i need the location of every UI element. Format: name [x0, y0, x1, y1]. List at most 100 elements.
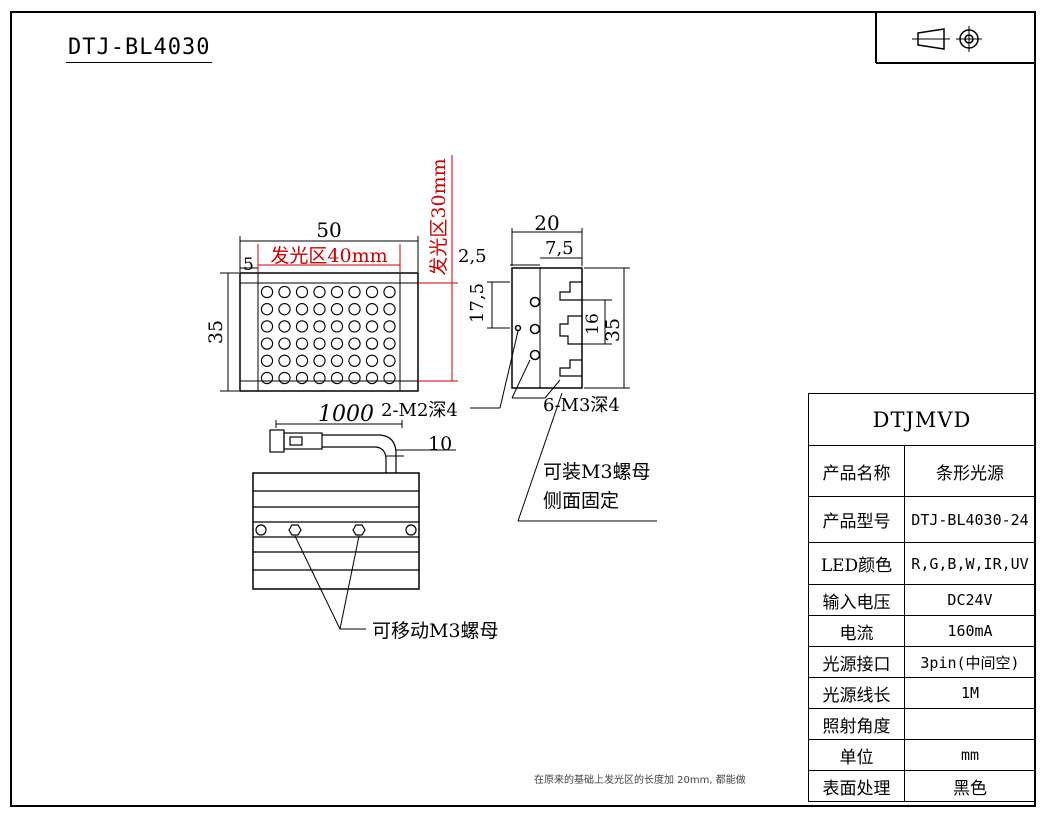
- led-dot: [260, 303, 274, 316]
- led-dot: [348, 354, 361, 367]
- front-view: [239, 272, 419, 392]
- dim-width-total: 50: [316, 218, 341, 242]
- spec-value: 条形光源: [904, 445, 1036, 497]
- side-view-leaders: [470, 330, 657, 522]
- led-dot: [278, 303, 291, 316]
- bottom-view: [252, 472, 420, 590]
- note-movable-nut: 可移动M3螺母: [372, 620, 499, 642]
- led-dot: [383, 337, 396, 350]
- spec-label: 产品名称: [808, 445, 905, 497]
- led-dot: [313, 354, 326, 367]
- led-dot: [330, 320, 344, 333]
- dim-inner: 16: [583, 313, 603, 335]
- spec-table-header: DTJMVD: [808, 393, 1036, 446]
- led-dot: [365, 303, 379, 316]
- cable-connector: [269, 420, 456, 473]
- led-dot: [295, 354, 309, 367]
- led-dot: [278, 320, 291, 333]
- led-dot: [313, 371, 326, 385]
- spec-value: [904, 708, 1036, 740]
- led-dot: [313, 320, 326, 333]
- led-dot: [383, 320, 396, 333]
- led-dot: [313, 303, 326, 316]
- projection-symbol-box: [875, 12, 1035, 64]
- footnote: 在原来的基础上发光区的长度加 20mm, 都能做: [534, 775, 746, 786]
- spec-value: 黑色: [904, 770, 1036, 802]
- led-dot: [365, 337, 379, 350]
- spec-label: LED颜色: [808, 542, 905, 585]
- spec-label: 电流: [808, 615, 905, 647]
- brand-name: DTJMVD: [808, 393, 1036, 446]
- led-dot: [278, 371, 291, 385]
- led-dot: [383, 303, 396, 316]
- dim-cable-offset: 10: [428, 433, 452, 455]
- dim-side-height: 35: [602, 318, 624, 342]
- led-dot: [295, 303, 309, 316]
- dim-height: 35: [205, 320, 227, 344]
- front-view-dimensions: [220, 236, 419, 392]
- led-dot: [278, 354, 291, 367]
- dim-offset-b: 7,5: [545, 238, 574, 259]
- led-dot: [383, 371, 396, 385]
- spec-row: 表面处理黑色: [808, 770, 1036, 802]
- led-dot: [313, 337, 326, 350]
- led-dot: [295, 371, 309, 385]
- dim-cable-length: 1000: [318, 402, 374, 427]
- led-dot: [260, 320, 274, 333]
- led-dot: [348, 303, 361, 316]
- emitting-area-dimensions: [257, 155, 458, 382]
- led-dot: [383, 354, 396, 367]
- led-dot: [278, 285, 291, 299]
- dim-edge-offset: 5: [243, 255, 254, 275]
- led-dot: [383, 285, 396, 299]
- spec-value: 3pin(中间空): [904, 646, 1036, 678]
- spec-label: 表面处理: [808, 770, 905, 802]
- dim-side-width: 20: [534, 211, 559, 235]
- note-side-mount-1: 可装M3螺母: [543, 461, 651, 483]
- spec-value: R,G,B,W,IR,UV: [904, 542, 1036, 585]
- led-dot: [260, 285, 274, 299]
- led-dot: [348, 320, 361, 333]
- led-dot: [330, 285, 344, 299]
- side-view: [511, 267, 583, 389]
- part-title: DTJ-BL4030: [66, 34, 213, 63]
- nut-leaders: [294, 535, 366, 630]
- led-dot: [295, 320, 309, 333]
- note-m3-thread: 6-M3深4: [543, 395, 620, 416]
- dim-hole-spacing: 17,5: [467, 283, 488, 323]
- spec-value: DC24V: [904, 584, 1036, 616]
- spec-value: mm: [904, 739, 1036, 771]
- spec-label: 输入电压: [808, 584, 905, 616]
- spec-label: 照射角度: [808, 708, 905, 740]
- spec-label: 光源线长: [808, 677, 905, 709]
- spec-row: 照射角度: [808, 708, 1036, 740]
- led-dot: [295, 285, 309, 299]
- note-side-mount-2: 侧面固定: [543, 490, 619, 512]
- led-dot: [348, 371, 361, 385]
- spec-value: 160mA: [904, 615, 1036, 647]
- spec-row: 产品名称条形光源: [808, 445, 1036, 497]
- led-dot: [330, 354, 344, 367]
- spec-value: 1M: [904, 677, 1036, 709]
- led-dot: [365, 285, 379, 299]
- dim-emitting-length: 发光区40mm: [270, 245, 387, 267]
- led-dot: [295, 337, 309, 350]
- spec-value: DTJ-BL4030-24: [904, 496, 1036, 543]
- led-dot: [313, 285, 326, 299]
- led-dot: [348, 285, 361, 299]
- led-dot: [260, 371, 274, 385]
- led-dot: [365, 371, 379, 385]
- dim-offset-a: 2,5: [458, 246, 487, 267]
- led-dot: [348, 337, 361, 350]
- spec-label: 单位: [808, 739, 905, 771]
- side-view-dimensions: [487, 228, 630, 389]
- dim-emitting-height: 发光区30mm: [428, 158, 450, 275]
- led-dot: [260, 337, 274, 350]
